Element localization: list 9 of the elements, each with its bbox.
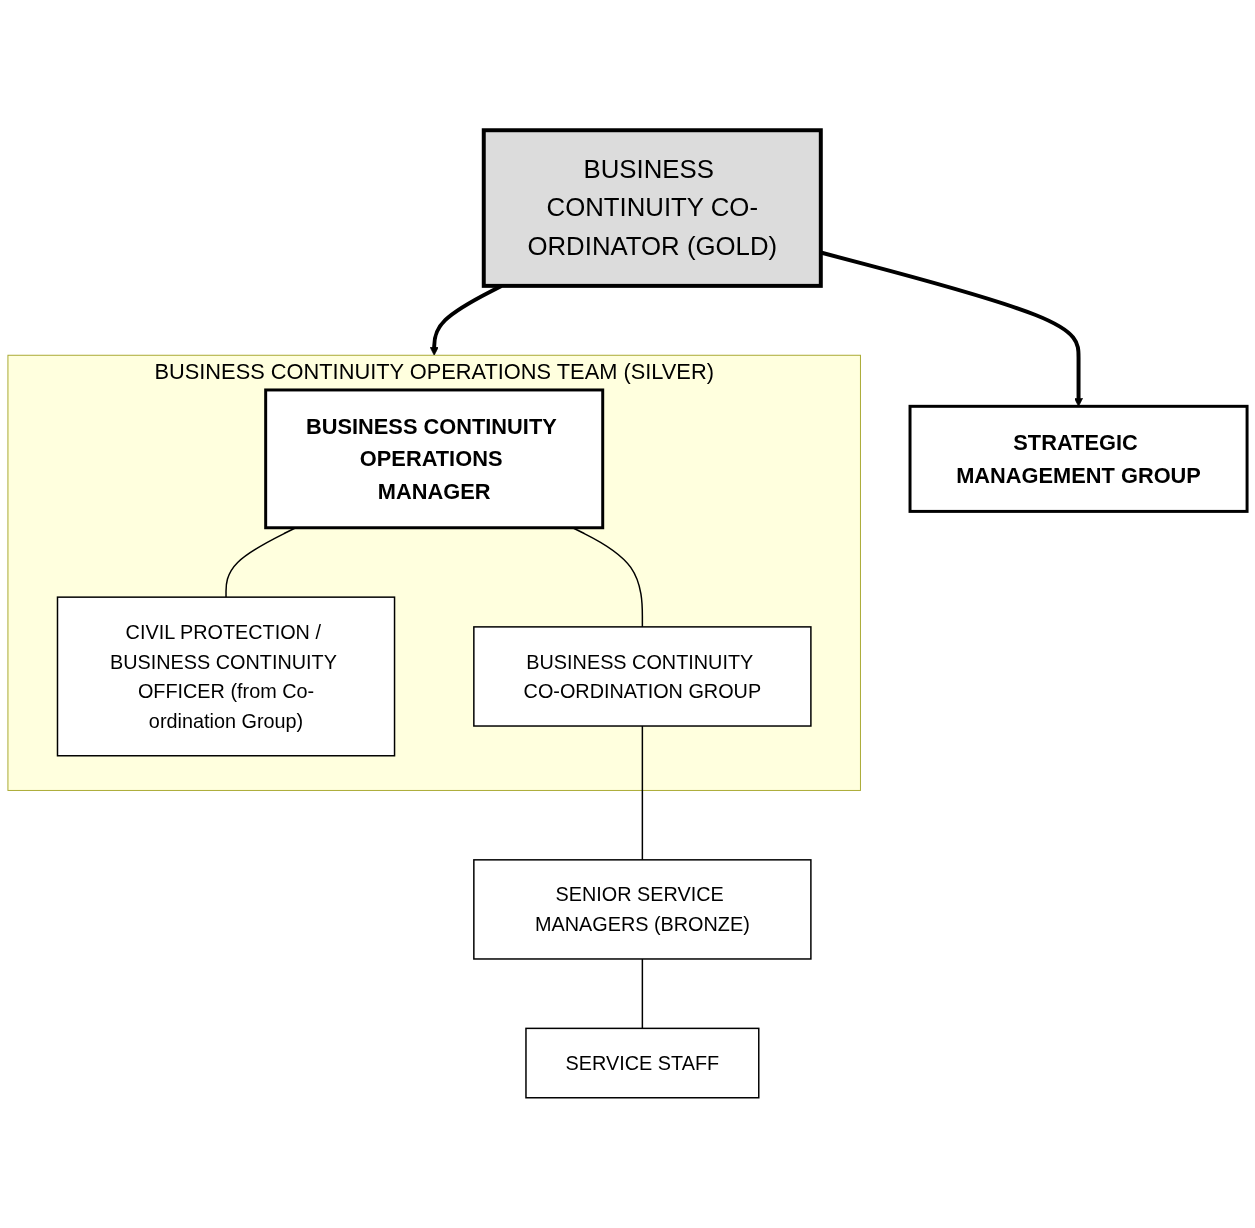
node-box: BUSINESS CONTINUITY CO-ORDINATION GROUP — [473, 626, 812, 727]
node-box: CIVIL PROTECTION / BUSINESS CONTINUITY OFFICER (from Co-ordination Group) — [56, 596, 396, 757]
connector — [641, 958, 644, 1030]
node-box: SERVICE STAFF — [525, 1027, 760, 1099]
connector — [641, 725, 644, 861]
node-box: BUSINESS CONTINUITY OPERATIONS MANAGER — [264, 388, 605, 530]
node-box: SENIOR SERVICE MANAGERS (BRONZE) — [473, 859, 812, 960]
node-box: BUSINESS CONTINUITY CO-ORDINATOR (GOLD) — [481, 128, 823, 288]
node-box: STRATEGIC MANAGEMENT GROUP — [908, 404, 1249, 513]
